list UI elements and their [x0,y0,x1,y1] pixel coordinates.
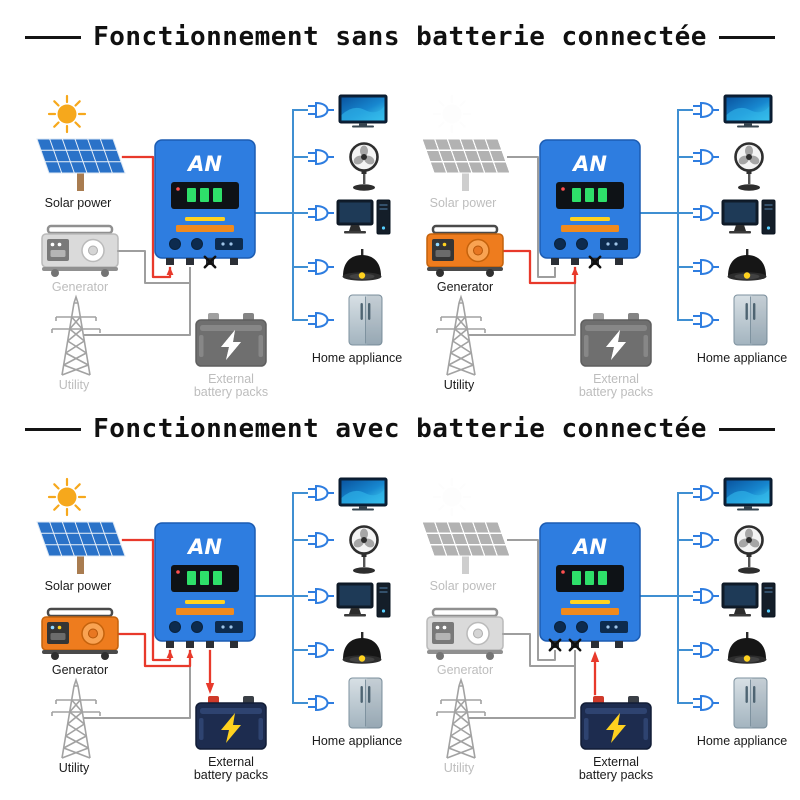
battery-icon [195,312,267,367]
home-appliance-column [293,95,402,365]
quadrant-no-battery-solar-mode: Solar power Generator Utility External b… [35,94,402,399]
section-title-no-battery: Fonctionnement sans batterie connectée [0,22,800,52]
battery-disconnected-x-icon [588,255,602,269]
inverter-icon [154,139,256,266]
battery-discharge-arrow-icon [590,651,600,662]
inverter-icon [539,522,641,649]
generator-icon [40,607,120,662]
title-rule-right-2 [718,427,775,431]
battery-icon [195,695,267,750]
solar-power-label: Solar power [45,579,112,593]
battery-label-line1: External [593,755,639,769]
pv-disconnected-x-icon [548,638,562,652]
solar-power-icon [420,94,512,193]
home-appliance-column [678,95,787,365]
title-rule-left [25,35,82,39]
generator-label: Generator [52,663,108,677]
title-text-no-battery: Fonctionnement sans batterie connectée [93,22,707,52]
ac-disconnected-x-icon [568,638,582,652]
quadrant-no-battery-generator-mode: Solar power Generator Utility External b… [420,94,787,399]
battery-label-line2: battery packs [579,385,653,399]
battery-icon [580,312,652,367]
battery-label-line1: External [208,755,254,769]
utility-label: Utility [444,761,475,775]
generator-icon [425,607,505,662]
solar-power-label: Solar power [430,579,497,593]
home-appliance-column [293,478,402,748]
battery-label-line2: battery packs [579,768,653,782]
battery-label-line2: battery packs [194,768,268,782]
title-rule-right [718,35,775,39]
utility-label: Utility [444,378,475,392]
battery-icon [580,695,652,750]
title-rule-left-2 [25,427,82,431]
battery-label-line1: External [593,372,639,386]
solar-power-label: Solar power [430,196,497,210]
power-lines [469,539,679,719]
generator-icon [425,224,505,279]
utility-label: Utility [59,761,90,775]
inverter-icon [539,139,641,266]
section-title-with-battery: Fonctionnement avec batterie connectée [0,414,800,444]
generator-label: Generator [52,280,108,294]
generator-label: Generator [437,663,493,677]
solar-power-icon [35,94,127,193]
battery-label-line1: External [208,372,254,386]
solar-power-icon [420,477,512,576]
power-lines [469,156,679,336]
generator-label: Generator [437,280,493,294]
inverter-icon [154,522,256,649]
solar-power-icon [35,477,127,576]
power-lines [84,155,294,336]
quadrant-with-battery-discharging: Solar power Generator Utility External b… [420,477,787,782]
title-text-with-battery: Fonctionnement avec batterie connectée [93,414,707,444]
quadrant-with-battery-charging: Solar power Generator Utility External b… [35,477,402,782]
battery-disconnected-x-icon [203,255,217,269]
battery-label-line2: battery packs [194,385,268,399]
home-appliance-column [678,478,787,748]
generator-icon [40,224,120,279]
solar-power-label: Solar power [45,196,112,210]
power-lines [84,538,294,719]
utility-label: Utility [59,378,90,392]
battery-charge-arrow-icon [205,683,215,694]
